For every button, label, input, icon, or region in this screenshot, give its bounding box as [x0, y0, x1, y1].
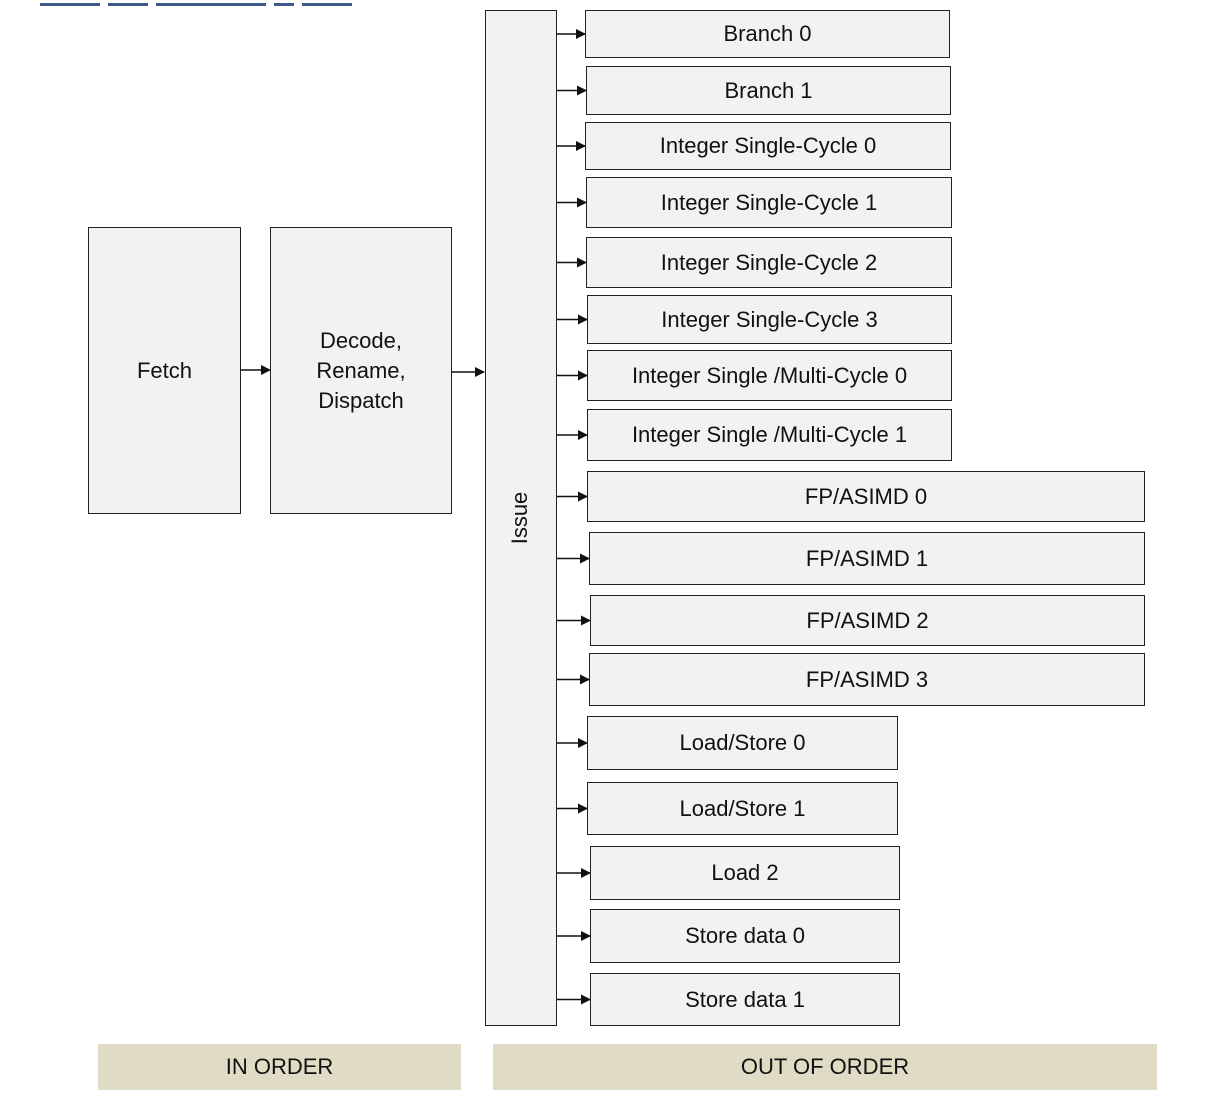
- unit-fp-asimd-3: FP/ASIMD 3: [589, 653, 1145, 706]
- unit-label: FP/ASIMD 0: [804, 483, 928, 509]
- unit-label: Branch 1: [724, 77, 813, 103]
- unit-integer-multi-cycle-0: Integer Single /Multi-Cycle 0: [587, 350, 952, 401]
- decode-label: Decode,: [320, 327, 402, 353]
- unit-load-store-0: Load/Store 0: [587, 716, 898, 770]
- unit-store-data-1: Store data 1: [590, 973, 900, 1026]
- unit-label: FP/ASIMD 2: [806, 607, 929, 633]
- unit-label: FP/ASIMD 3: [805, 666, 929, 692]
- issue-label: Issue: [507, 491, 532, 545]
- unit-label: Load 2: [711, 860, 779, 885]
- unit-integer-single-cycle-1: Integer Single-Cycle 1: [586, 177, 952, 228]
- unit-label: Store data 0: [685, 923, 805, 948]
- issue-stage: [485, 10, 557, 1026]
- fetch-label: Fetch: [136, 357, 193, 383]
- rename-label: Rename,: [316, 357, 406, 383]
- unit-branch-0: Branch 0: [585, 10, 950, 58]
- unit-integer-single-cycle-2: Integer Single-Cycle 2: [586, 237, 952, 288]
- dispatch-label: Dispatch: [318, 387, 404, 413]
- unit-label: Integer Single-Cycle 3: [661, 306, 878, 332]
- unit-label: Store data 1: [685, 986, 805, 1012]
- unit-branch-1: Branch 1: [586, 66, 951, 115]
- out-of-order-band: OUT OF ORDER: [493, 1044, 1157, 1090]
- in-order-band: IN ORDER: [98, 1044, 461, 1090]
- unit-fp-asimd-0: FP/ASIMD 0: [587, 471, 1145, 522]
- unit-label: Integer Single-Cycle 2: [660, 249, 878, 275]
- unit-label: Branch 0: [723, 21, 812, 46]
- fetch-stage: Fetch: [88, 227, 241, 514]
- unit-label: Load/Store 0: [679, 730, 806, 755]
- unit-fp-asimd-2: FP/ASIMD 2: [590, 595, 1145, 646]
- unit-label: Integer Single-Cycle 1: [660, 189, 878, 215]
- decode-rename-dispatch-stage: Decode, Rename, Dispatch: [270, 227, 452, 514]
- unit-store-data-0: Store data 0: [590, 909, 900, 963]
- unit-label: Integer Single /Multi-Cycle 1: [631, 422, 908, 447]
- unit-label: Load/Store 1: [679, 795, 806, 821]
- unit-label: Integer Single /Multi-Cycle 0: [631, 362, 908, 388]
- unit-fp-asimd-1: FP/ASIMD 1: [589, 532, 1145, 585]
- unit-label: FP/ASIMD 1: [805, 545, 929, 571]
- cut-off-heading: [40, 0, 420, 6]
- unit-integer-single-cycle-0: Integer Single-Cycle 0: [585, 122, 951, 170]
- unit-load-2: Load 2: [590, 846, 900, 900]
- unit-load-store-1: Load/Store 1: [587, 782, 898, 835]
- in-order-label: IN ORDER: [225, 1054, 334, 1079]
- unit-integer-single-cycle-3: Integer Single-Cycle 3: [587, 295, 952, 344]
- unit-label: Integer Single-Cycle 0: [659, 133, 877, 158]
- unit-integer-multi-cycle-1: Integer Single /Multi-Cycle 1: [587, 409, 952, 461]
- out-of-order-label: OUT OF ORDER: [740, 1054, 910, 1079]
